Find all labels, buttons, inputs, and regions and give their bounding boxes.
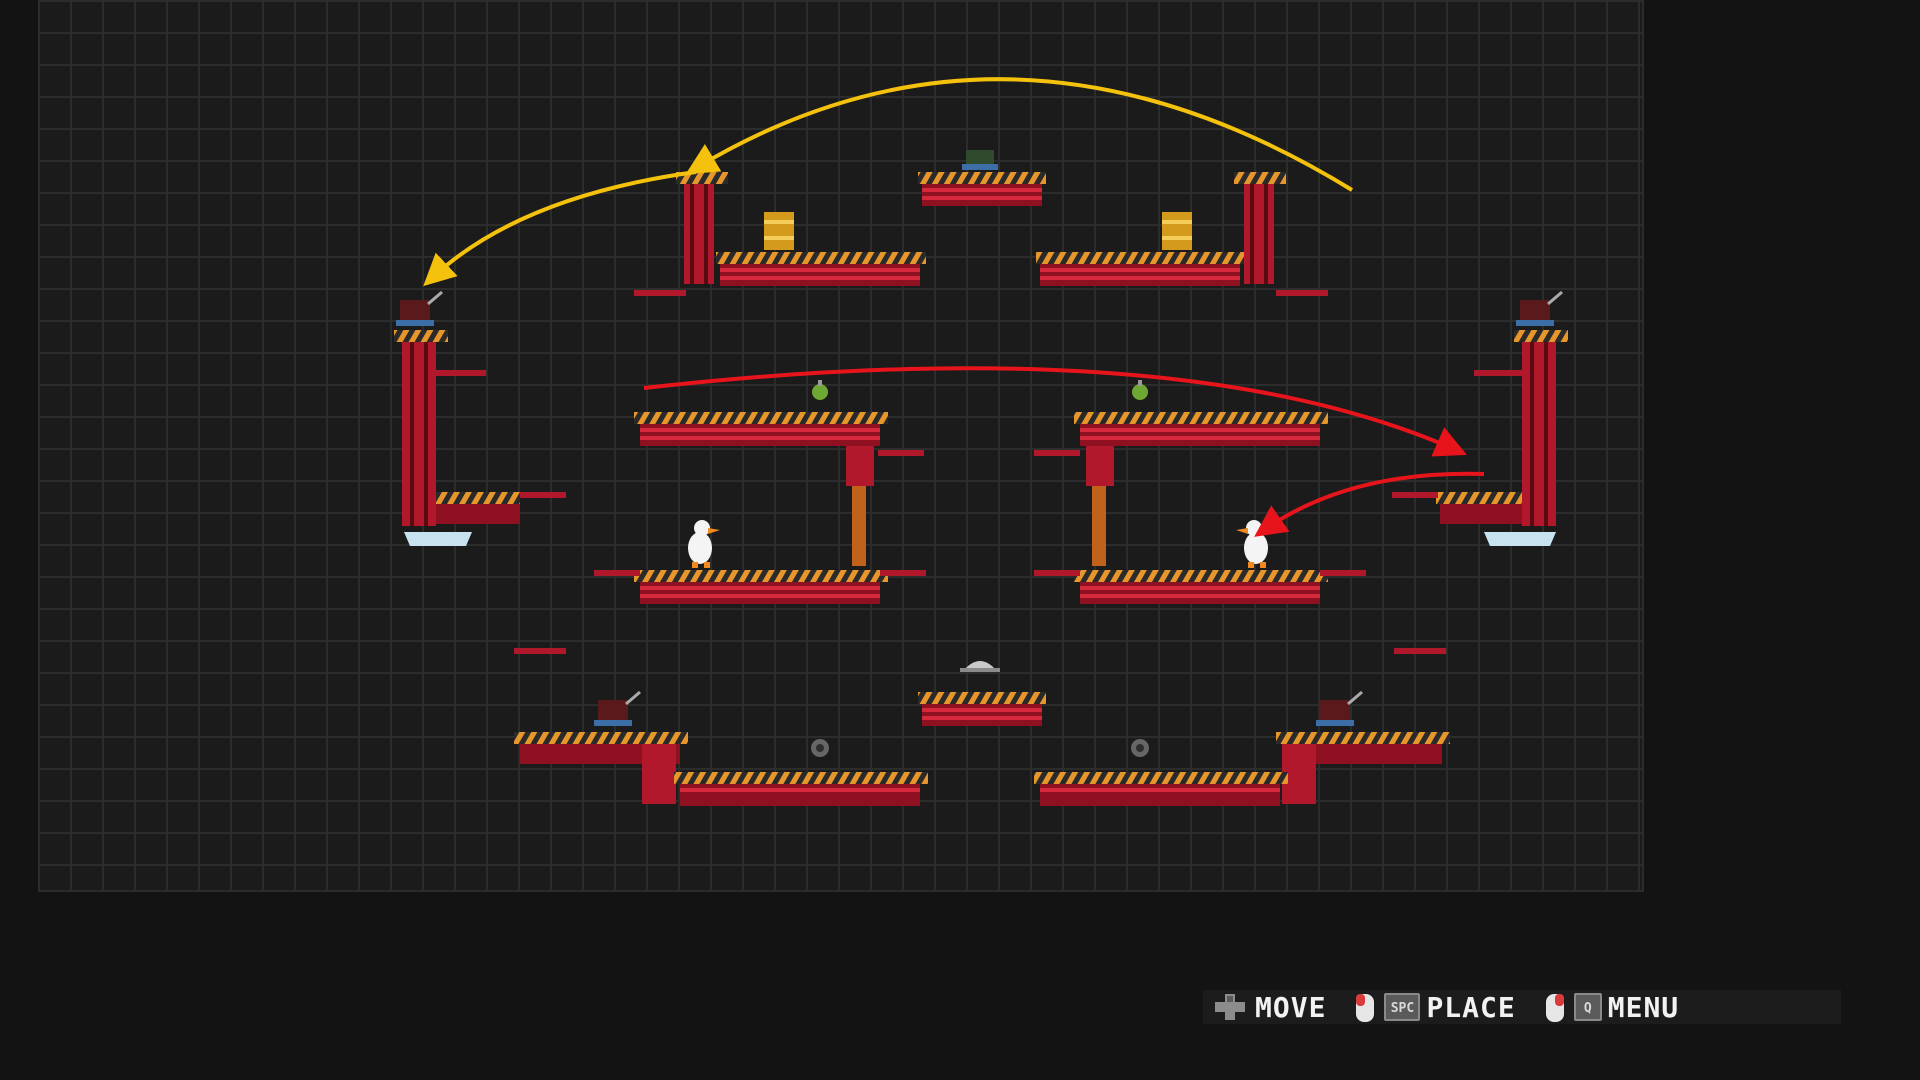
yellow-arrow-annotation [685, 77, 1354, 192]
pillar[interactable] [394, 330, 520, 546]
platform[interactable] [634, 412, 888, 566]
spc-key-icon: SPC [1384, 993, 1421, 1021]
mine-icon[interactable] [811, 739, 829, 757]
platform[interactable] [514, 732, 928, 806]
platform[interactable] [1036, 252, 1246, 286]
pillar[interactable] [1436, 330, 1568, 546]
platform[interactable] [918, 172, 1046, 206]
turret-icon[interactable] [1516, 290, 1563, 326]
platform[interactable] [918, 692, 1046, 726]
barrel[interactable] [764, 212, 794, 250]
platform[interactable] [716, 252, 926, 286]
turret-icon[interactable] [594, 690, 641, 726]
pillar[interactable] [1234, 172, 1286, 284]
red-arrow-annotation [1254, 471, 1485, 537]
platform[interactable] [634, 570, 888, 604]
turret-icon[interactable] [962, 150, 998, 170]
grenade-icon[interactable] [1132, 380, 1148, 400]
turret-icon[interactable] [1316, 690, 1363, 726]
platform[interactable] [1074, 570, 1328, 604]
yellow-arrow-annotation [423, 170, 697, 287]
controls-hint-bar: MOVE SPC PLACE Q MENU [1203, 990, 1841, 1024]
control-menu-label: MENU [1607, 990, 1680, 1024]
barrel[interactable] [1162, 212, 1192, 250]
duck-spawn-icon[interactable] [688, 520, 720, 568]
red-arrow-annotation [643, 366, 1467, 457]
control-place: SPC PLACE [1354, 990, 1515, 1024]
platform[interactable] [1034, 732, 1450, 806]
mine-icon[interactable] [1131, 739, 1149, 757]
q-key-icon: Q [1573, 993, 1602, 1021]
control-place-label: PLACE [1426, 990, 1516, 1024]
dpad-icon [1211, 992, 1249, 1022]
control-menu: Q MENU [1544, 990, 1679, 1024]
duck-spawn-icon[interactable] [1236, 520, 1268, 568]
small-ledge[interactable] [436, 290, 1524, 654]
platform[interactable] [1074, 412, 1328, 566]
control-move: MOVE [1211, 990, 1326, 1024]
pillar[interactable] [676, 172, 728, 284]
mouse-icon [1354, 990, 1376, 1024]
control-move-label: MOVE [1255, 990, 1327, 1024]
helmet-icon[interactable] [960, 661, 1000, 672]
turret-icon[interactable] [396, 290, 443, 326]
mouse-icon [1544, 990, 1566, 1024]
grenade-icon[interactable] [812, 380, 828, 400]
